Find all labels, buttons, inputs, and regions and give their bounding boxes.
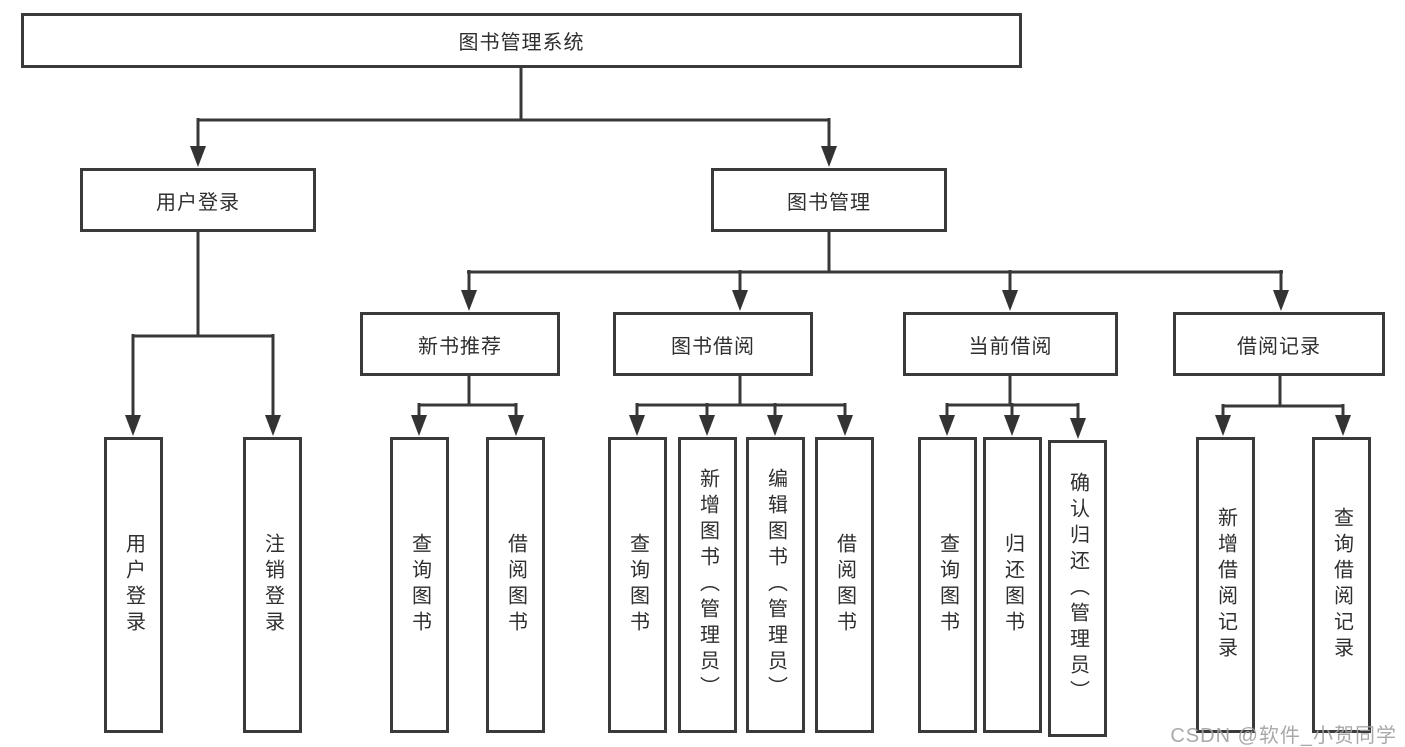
node-bb-borrow-books-label: 借阅图书 [833, 533, 856, 637]
connector-current-borrowing [939, 376, 1086, 439]
node-nbr-query-books: 查询图书 [390, 437, 449, 733]
node-nbr-borrow-books: 借阅图书 [486, 437, 545, 733]
node-leaf-logout: 注销登录 [243, 437, 302, 733]
node-root: 图书管理系统 [21, 13, 1022, 68]
connector-root [190, 68, 837, 167]
connector-book-management [461, 231, 1289, 311]
node-leaf-logout-label: 注销登录 [261, 533, 284, 637]
node-leaf-user-login: 用户登录 [104, 437, 163, 733]
node-current-borrowing-label: 当前借阅 [968, 335, 1053, 358]
node-cb-query-books: 查询图书 [918, 437, 977, 733]
node-br-query-record: 查询借阅记录 [1312, 437, 1371, 733]
node-bb-query-books-label: 查询图书 [626, 533, 649, 637]
node-br-add-record-label: 新增借阅记录 [1214, 507, 1237, 663]
node-user-login-group: 用户登录 [80, 168, 316, 232]
node-cb-query-books-label: 查询图书 [936, 533, 959, 637]
connector-user-login [125, 232, 281, 436]
node-cb-return-books: 归还图书 [983, 437, 1042, 733]
node-bb-add-books-admin: 新增图书（管理员） [678, 437, 737, 733]
node-borrow-records-label: 借阅记录 [1237, 335, 1321, 358]
connector-book-borrowing [629, 376, 853, 436]
node-leaf-user-login-label: 用户登录 [122, 533, 145, 637]
node-book-borrowing: 图书借阅 [613, 312, 813, 376]
node-book-management-label: 图书管理 [787, 191, 871, 214]
node-book-management: 图书管理 [711, 168, 947, 232]
node-br-add-record: 新增借阅记录 [1196, 437, 1255, 733]
node-root-label: 图书管理系统 [458, 32, 585, 54]
node-cb-confirm-return-admin-label: 确认归还（管理员） [1066, 471, 1089, 706]
node-user-login-group-label: 用户登录 [156, 191, 240, 214]
node-current-borrowing: 当前借阅 [903, 312, 1118, 376]
node-cb-return-books-label: 归还图书 [1001, 533, 1024, 637]
node-bb-add-books-admin-label: 新增图书（管理员） [696, 468, 719, 702]
connector-borrow-records [1215, 376, 1351, 436]
node-borrow-records: 借阅记录 [1173, 312, 1385, 376]
connector-new-book-recommend [411, 376, 524, 436]
node-bb-edit-books-admin: 编辑图书（管理员） [746, 437, 805, 733]
node-book-borrowing-label: 图书借阅 [671, 335, 755, 358]
node-br-query-record-label: 查询借阅记录 [1330, 507, 1353, 663]
node-nbr-query-books-label: 查询图书 [408, 533, 431, 637]
node-bb-edit-books-admin-label: 编辑图书（管理员） [764, 468, 787, 702]
watermark: CSDN @软件_小贺同学 [1170, 725, 1397, 747]
node-new-book-recommend: 新书推荐 [360, 312, 560, 376]
node-nbr-borrow-books-label: 借阅图书 [504, 533, 527, 637]
node-bb-query-books: 查询图书 [608, 437, 667, 733]
node-new-book-recommend-label: 新书推荐 [418, 335, 502, 358]
node-cb-confirm-return-admin: 确认归还（管理员） [1048, 440, 1107, 737]
node-bb-borrow-books: 借阅图书 [815, 437, 874, 733]
